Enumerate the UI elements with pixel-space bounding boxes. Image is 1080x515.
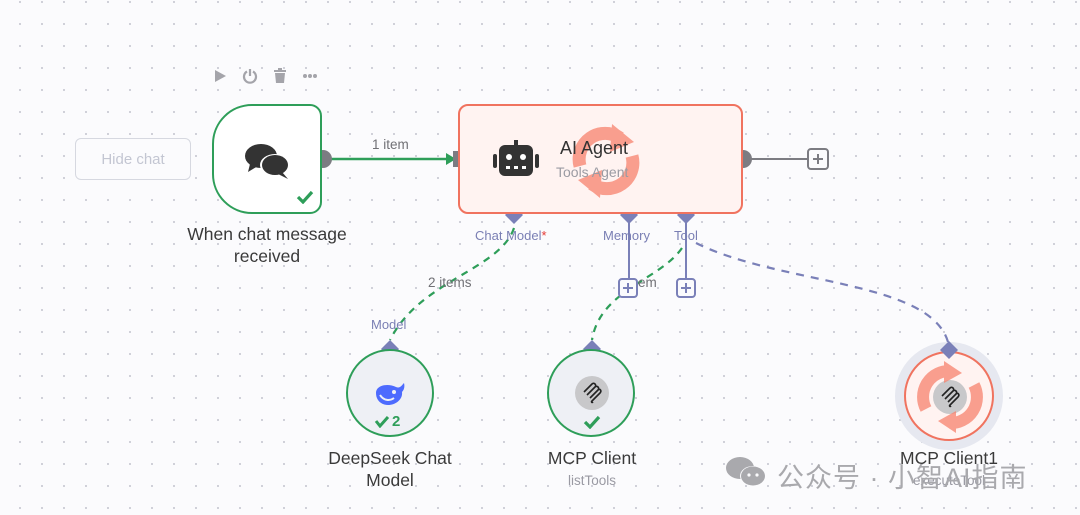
trigger-node-label: When chat message received <box>167 223 367 267</box>
required-marker: * <box>541 228 547 243</box>
node-deepseek-chat-model[interactable]: 2 <box>346 349 434 437</box>
power-icon[interactable] <box>240 66 260 86</box>
agent-subtitle: Tools Agent <box>556 164 629 180</box>
chat-bubbles-icon <box>244 142 292 185</box>
mcp-client-subtitle: listTools <box>567 473 616 488</box>
mcp-client1-label: MCP Client1 <box>900 448 998 468</box>
success-check-icon <box>583 415 601 434</box>
edge-label-model-agent: 2 items <box>428 275 472 290</box>
tool-input-label: Tool <box>674 228 698 243</box>
watermark: 公众号 · 小智AI指南 <box>725 455 1028 496</box>
agent-title: AI Agent <box>560 138 629 158</box>
deepseek-output-label: Model <box>371 317 407 332</box>
node-chat-trigger[interactable] <box>212 104 322 214</box>
running-spinner-icon <box>914 361 986 438</box>
add-memory-button[interactable] <box>618 278 638 298</box>
chat-model-label-text: Chat Model <box>475 228 542 243</box>
mcp-icon <box>933 380 967 414</box>
deepseek-label-line2: Model <box>366 470 414 490</box>
success-indicator: 2 <box>374 413 400 430</box>
hide-chat-button[interactable]: Hide chat <box>75 138 191 180</box>
edge-label-trigger-agent: 1 item <box>372 137 409 152</box>
watermark-text: 公众号 · 小智AI指南 <box>777 463 1028 493</box>
wechat-icon <box>725 455 767 496</box>
edge-model-agent[interactable] <box>389 227 516 341</box>
mcp-client1-subtitle: executeTool <box>912 473 986 488</box>
play-icon[interactable] <box>210 66 230 86</box>
chat-model-input-label: Chat Model* <box>475 228 547 243</box>
more-icon[interactable] <box>300 66 320 86</box>
mcp-client-label: MCP Client <box>547 448 637 468</box>
mcp-client1-output-handle[interactable] <box>938 340 960 360</box>
run-count: 2 <box>392 413 401 430</box>
node-toolbar <box>210 66 320 86</box>
add-node-button[interactable] <box>807 148 829 170</box>
robot-icon <box>492 140 540 183</box>
edge-mcp-client1-agent[interactable] <box>695 242 950 343</box>
node-mcp-client1[interactable] <box>904 351 994 441</box>
trigger-label-line2: received <box>233 246 301 266</box>
edge-mcp-client-agent[interactable] <box>590 247 683 341</box>
trigger-label-line1: When chat message <box>187 224 347 244</box>
memory-input-label: Memory <box>603 228 650 243</box>
success-check-icon <box>374 416 390 428</box>
node-ai-agent[interactable] <box>458 104 743 214</box>
deepseek-label-line1: DeepSeek Chat <box>328 448 452 468</box>
edge-label-tool-partial: em <box>638 275 657 290</box>
node-mcp-client[interactable] <box>547 349 635 437</box>
agent-input-handle[interactable] <box>453 151 461 167</box>
edge-arrowhead <box>446 153 456 165</box>
deepseek-node-label: DeepSeek Chat Model <box>290 447 490 491</box>
add-tool-button[interactable] <box>676 278 696 298</box>
success-check-icon <box>296 190 314 209</box>
running-spinner-icon <box>570 122 642 205</box>
trash-icon[interactable] <box>270 66 290 86</box>
mcp-icon <box>575 376 609 410</box>
deepseek-whale-icon <box>374 381 408 412</box>
